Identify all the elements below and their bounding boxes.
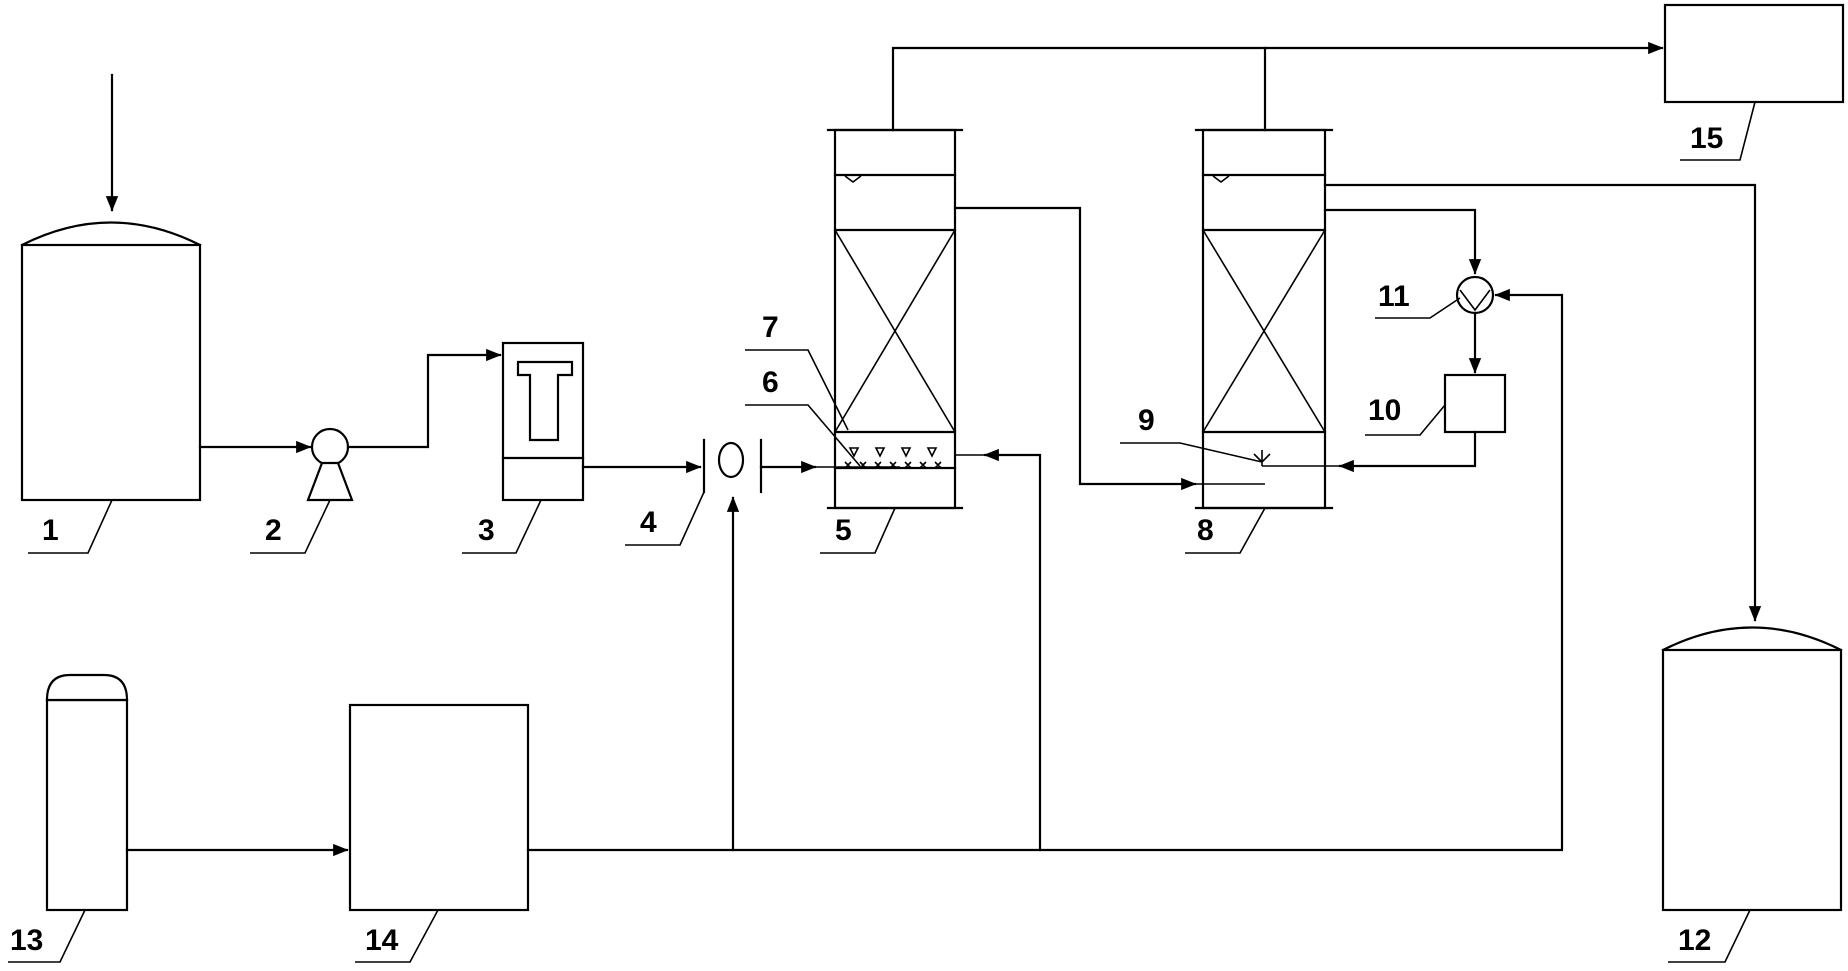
product-tank — [1661, 626, 1843, 912]
feed-tank — [20, 73, 202, 502]
reactor-column-8 — [1194, 128, 1334, 510]
leader-lines — [8, 101, 1756, 963]
label-15: 15 — [1690, 122, 1723, 155]
label-10: 10 — [1368, 394, 1401, 427]
label-2: 2 — [265, 514, 282, 547]
label-5: 5 — [835, 514, 852, 547]
gas-cylinder — [45, 673, 129, 912]
dosing-unit — [1443, 373, 1507, 434]
label-7: 7 — [762, 311, 779, 344]
gas-injector — [702, 438, 763, 494]
pipelines — [125, 41, 1762, 857]
label-4: 4 — [640, 506, 657, 539]
label-13: 13 — [10, 924, 43, 957]
label-1: 1 — [42, 514, 59, 547]
label-14: 14 — [365, 924, 399, 957]
label-6: 6 — [762, 366, 779, 399]
label-12: 12 — [1678, 924, 1711, 957]
callout-labels: 1 2 3 4 5 6 7 8 9 10 11 12 13 14 15 — [10, 122, 1723, 957]
gas-treatment-unit — [348, 703, 530, 912]
pump — [306, 427, 354, 502]
label-3: 3 — [478, 514, 495, 547]
label-11: 11 — [1378, 280, 1410, 313]
off-gas-unit — [1663, 3, 1845, 104]
three-way-valve — [1455, 275, 1495, 315]
label-9: 9 — [1138, 404, 1155, 437]
mixing-box — [501, 341, 585, 502]
label-8: 8 — [1197, 514, 1214, 547]
